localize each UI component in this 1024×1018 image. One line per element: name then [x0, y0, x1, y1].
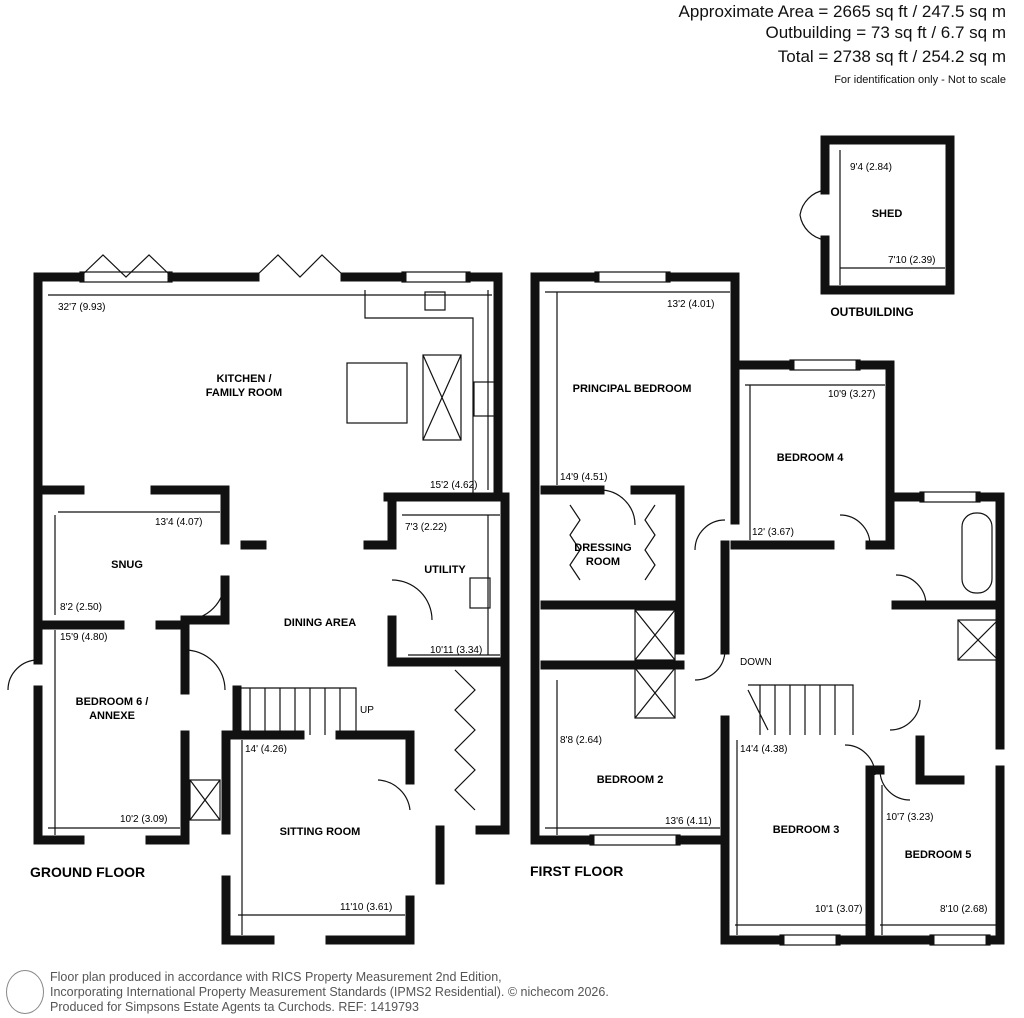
room-sitting-label: SITTING ROOM: [280, 826, 361, 838]
total-area: Total = 2738 sq ft / 254.2 sq m: [777, 47, 1006, 66]
person-logo-icon: [6, 970, 44, 1014]
bedroom3-depth: 14'4 (4.38): [740, 744, 788, 755]
room-kitchen-label-2: FAMILY ROOM: [206, 387, 282, 399]
room-bedroom6-label-2: ANNEXE: [89, 710, 135, 722]
room-bedroom4-label: BEDROOM 4: [777, 452, 845, 464]
footer-line-3: Produced for Simpsons Estate Agents ta C…: [50, 1000, 419, 1014]
stairs-up-label: UP: [360, 705, 374, 716]
room-utility-label: UTILITY: [424, 564, 466, 576]
sitting-depth: 14' (4.26): [245, 744, 287, 755]
ground-floor-walls: [33, 272, 510, 945]
bedroom2-depth: 8'8 (2.64): [560, 735, 602, 746]
kitchen-width: 32'7 (9.93): [58, 302, 106, 313]
room-bedroom3-label: BEDROOM 3: [773, 824, 840, 836]
bedroom3-width: 10'1 (3.07): [815, 904, 863, 915]
ground-floor-label: GROUND FLOOR: [30, 864, 145, 880]
room-shed-label: SHED: [872, 208, 903, 220]
bedroom6-width: 10'2 (3.09): [120, 814, 168, 825]
room-bedroom6-label: BEDROOM 6 /: [76, 696, 149, 708]
bedroom6-depth: 15'9 (4.80): [60, 632, 108, 643]
sitting-width: 11'10 (3.61): [340, 902, 392, 913]
shed-depth: 9'4 (2.84): [850, 162, 892, 173]
first-floor-fittings: [569, 271, 999, 946]
ground-floor-fittings: [7, 254, 497, 821]
footer-line-1: Floor plan produced in accordance with R…: [50, 970, 502, 984]
stairs-down-label: DOWN: [740, 657, 772, 668]
outbuilding-area: Outbuilding = 73 sq ft / 6.7 sq m: [765, 23, 1007, 42]
snug-width: 13'4 (4.07): [155, 517, 203, 528]
bedroom4-depth: 12' (3.67): [752, 527, 794, 538]
room-kitchen-label: KITCHEN /: [217, 373, 272, 385]
principal-depth: 14'9 (4.51): [560, 472, 608, 483]
outbuilding-label: OUTBUILDING: [830, 305, 913, 319]
bedroom5-depth: 10'7 (3.23): [886, 812, 934, 823]
room-dining-label: DINING AREA: [284, 617, 356, 629]
utility-width: 7'3 (2.22): [405, 522, 447, 533]
approximate-area: Approximate Area = 2665 sq ft / 247.5 sq…: [678, 2, 1006, 21]
room-bedroom5-label: BEDROOM 5: [905, 849, 972, 861]
room-dressing-label: DRESSING: [574, 542, 631, 554]
scale-note: For identification only - Not to scale: [834, 74, 1006, 86]
kitchen-depth: 15'2 (4.62): [430, 480, 478, 491]
principal-width: 13'2 (4.01): [667, 299, 715, 310]
bedroom2-width: 13'6 (4.11): [665, 816, 712, 827]
utility-depth: 10'11 (3.34): [430, 645, 482, 656]
room-principal-label: PRINCIPAL BEDROOM: [573, 383, 692, 395]
shed-width: 7'10 (2.39): [888, 255, 936, 266]
dimension-lines: [48, 150, 998, 935]
first-floor-walls: [530, 272, 1005, 945]
snug-depth: 8'2 (2.50): [60, 602, 102, 613]
footer: Floor plan produced in accordance with R…: [50, 970, 609, 1015]
shed-walls: [799, 135, 955, 295]
first-floor-label: FIRST FLOOR: [530, 863, 623, 879]
footer-line-2: Incorporating International Property Mea…: [50, 985, 609, 999]
bedroom5-width: 8'10 (2.68): [940, 904, 988, 915]
room-bedroom2-label: BEDROOM 2: [597, 774, 664, 786]
bedroom4-width: 10'9 (3.27): [828, 389, 876, 400]
room-dressing-label-2: ROOM: [586, 556, 620, 568]
room-labels: KITCHEN / FAMILY ROOM 32'7 (9.93) 15'2 (…: [30, 162, 988, 915]
room-snug-label: SNUG: [111, 559, 143, 571]
